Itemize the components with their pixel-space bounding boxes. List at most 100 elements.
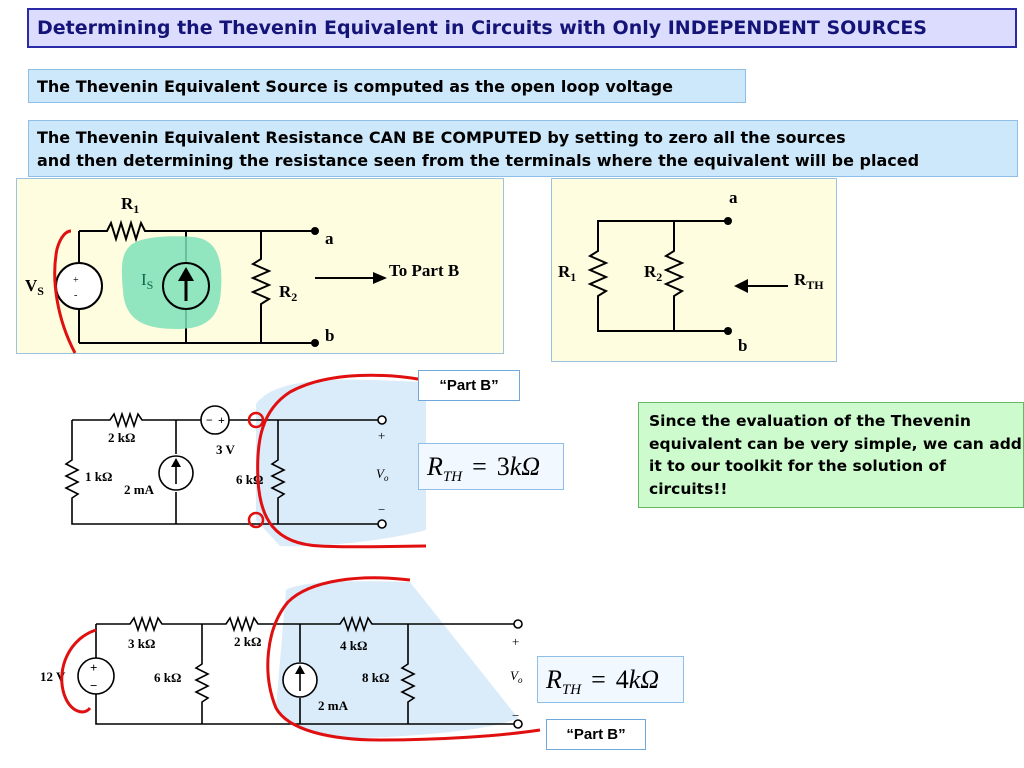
ex1-rth-eq: =: [472, 452, 487, 481]
example1-circuit: 2 kΩ 3 V 1 kΩ 2 mA 6 kΩ + − Vo − +: [64, 373, 427, 549]
example2-rth-result: RTH = 4kΩ: [537, 656, 684, 703]
current-source-highlight: [121, 236, 222, 329]
svg-text:IS: IS: [141, 270, 153, 292]
r1-resistor-2: [587, 220, 728, 332]
r2-resistor-2: [663, 221, 685, 331]
thevenin-resistance-line2: and then determining the resistance seen…: [37, 151, 920, 170]
ex1-r2k: [72, 411, 204, 429]
arrow-up-icon: [178, 267, 194, 281]
vs-plus: +: [73, 275, 79, 286]
ex2-minus: −: [512, 708, 519, 723]
arrow-right-icon: [373, 272, 387, 284]
toolkit-note-text: Since the evaluation of the Thevenin equ…: [649, 412, 1022, 498]
example1-rth-result: RTH=3kΩ: [418, 443, 564, 490]
ex1-3v-label: 3 V: [216, 442, 236, 457]
ex1-voltage-source: [200, 405, 230, 435]
ex2-arrow-up-icon: [295, 665, 305, 674]
ex2-r2k-label: 2 kΩ: [234, 634, 261, 649]
circuit-diagram-original-svg: R1 VS + - IS R2 a b To Part B: [25, 194, 459, 354]
ex1-vs-plus: +: [218, 413, 225, 427]
ex1-rth-value: 3: [496, 452, 510, 481]
terminal-b-2: [724, 327, 732, 335]
node-a-label-2: a: [729, 188, 738, 207]
ex1-arrow-up-icon: [171, 458, 181, 467]
svg-text:R2: R2: [644, 262, 662, 284]
ex2-voltage-source: [77, 657, 115, 695]
ex2-red-marking-left: [60, 628, 97, 714]
ex2-resistor-chain: [96, 615, 514, 633]
svg-text:RTH: RTH: [794, 270, 824, 292]
svg-text:R1: R1: [121, 194, 139, 216]
svg-text:Vo: Vo: [376, 466, 389, 483]
slide-title-box: Determining the Thevenin Equivalent in C…: [27, 8, 1017, 48]
vs-label: V: [25, 276, 38, 295]
ex2-rth-value: 4: [615, 665, 629, 694]
circuit-diagram-original: R1 VS + - IS R2 a b To Part B: [16, 178, 504, 354]
ex1-terminal-bottom: [377, 519, 387, 529]
ex1-plus: +: [378, 428, 385, 443]
r2-resistor: [250, 231, 272, 343]
thevenin-source-text: The Thevenin Equivalent Source is comput…: [37, 77, 673, 96]
ex1-r1k: [64, 420, 378, 525]
thevenin-resistance-note: The Thevenin Equivalent Resistance CAN B…: [28, 120, 1018, 177]
example1-partb-shade: [256, 379, 426, 547]
ex1-r6k: [270, 420, 286, 524]
r1-label-2: R: [558, 262, 571, 281]
voltage-source-vs: [55, 262, 103, 310]
thevenin-resistance-line1: The Thevenin Equivalent Resistance CAN B…: [37, 128, 846, 147]
ex1-r1k-label: 1 kΩ: [85, 469, 112, 484]
ex1-red-marking: [256, 373, 427, 549]
circuit-diagram-resistance: a b R1 R2 RTH: [551, 178, 837, 362]
ex2-r8k: [400, 624, 416, 724]
ex2-vs-plus: +: [90, 660, 97, 675]
ex2-r8k-label: 8 kΩ: [362, 670, 389, 685]
ex2-vo-label: V: [510, 668, 520, 683]
example1-part-b-tag: “Part B”: [418, 370, 520, 401]
node-a-label: a: [325, 229, 334, 248]
current-source-is: [162, 262, 210, 310]
vs-minus: -: [74, 290, 77, 301]
ex2-r3k-label: 3 kΩ: [128, 636, 155, 651]
ex2-rth-sub: TH: [561, 682, 582, 698]
node-b-label-2: b: [738, 336, 747, 355]
node-b-label: b: [325, 326, 334, 345]
is-label: I: [141, 270, 147, 289]
example2-part-b-tag: “Part B”: [546, 719, 646, 750]
svg-text:R1: R1: [558, 262, 576, 284]
svg-text:Vo: Vo: [510, 668, 523, 685]
arrow-left-icon: [734, 279, 748, 293]
rth-label-2: R: [794, 270, 807, 289]
ex2-terminal-top: [513, 619, 523, 629]
r1-resistor: [79, 219, 313, 243]
terminal-b: [311, 339, 319, 347]
svg-text:VS: VS: [25, 276, 44, 298]
ex1-r2k-label: 2 kΩ: [108, 430, 135, 445]
red-marking-vs: [53, 229, 77, 354]
ex2-rth-eq: =: [591, 665, 606, 694]
ex1-rth-symbol: R: [427, 452, 443, 481]
ex1-vs-minus: −: [206, 413, 213, 427]
thevenin-source-note: The Thevenin Equivalent Source is comput…: [28, 69, 746, 103]
ex1-2ma-label: 2 mA: [124, 482, 155, 497]
ex2-rth-symbol: R: [546, 665, 562, 694]
ex2-red-marking-right: [266, 576, 541, 742]
ex2-r4k-label: 4 kΩ: [340, 638, 367, 653]
ex2-r6k: [194, 624, 210, 724]
ex1-red-circle-top: [247, 411, 265, 429]
example2-circuit: + − 12 V 3 kΩ 2 kΩ 6 kΩ 4 kΩ 8 kΩ 2 mA +…: [40, 576, 541, 742]
ex1-minus: −: [378, 502, 385, 517]
ex2-terminal-bottom: [513, 719, 523, 729]
ex1-rth-unit: kΩ: [509, 452, 541, 481]
ex1-vo-label: V: [376, 466, 386, 481]
ex2-12v-label: 12 V: [40, 669, 66, 684]
svg-text:R2: R2: [279, 282, 297, 304]
ex1-red-circle-bottom: [247, 511, 265, 529]
terminal-a: [311, 227, 319, 235]
ex2-vs-minus: −: [90, 678, 97, 693]
to-part-b-label: To Part B: [389, 261, 459, 280]
r2-label-2: R: [644, 262, 657, 281]
ex2-rth-unit: kΩ: [628, 665, 660, 694]
r2-label: R: [279, 282, 292, 301]
r1-label: R: [121, 194, 134, 213]
ex1-terminal-top: [377, 415, 387, 425]
